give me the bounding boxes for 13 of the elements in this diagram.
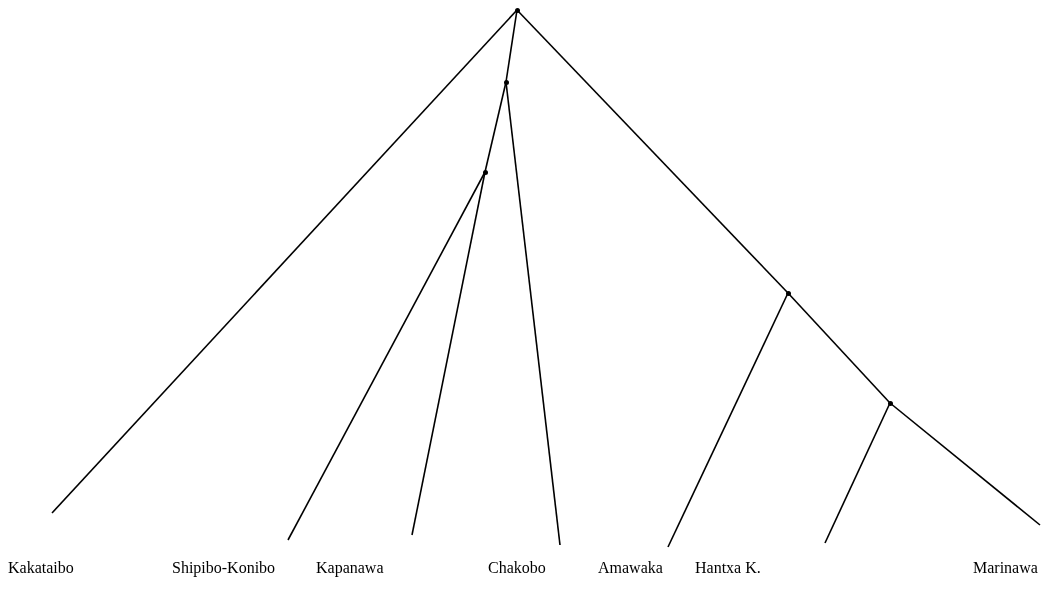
branch-point (887, 400, 893, 406)
branch-point (503, 79, 509, 85)
language-label: Hantxa K. (695, 558, 761, 578)
tree-branch-line (51, 9, 518, 514)
branch-point (514, 7, 520, 13)
language-label: Kapanawa (316, 558, 384, 578)
language-label: Marinawa (973, 558, 1038, 578)
branch-point (785, 290, 791, 296)
language-label: Amawaka (598, 558, 663, 578)
language-label: Shipibo-Konibo (172, 558, 276, 578)
branch-point (482, 169, 488, 175)
language-label: Kakataibo (8, 558, 74, 578)
language-label: Chakobo (488, 558, 546, 578)
